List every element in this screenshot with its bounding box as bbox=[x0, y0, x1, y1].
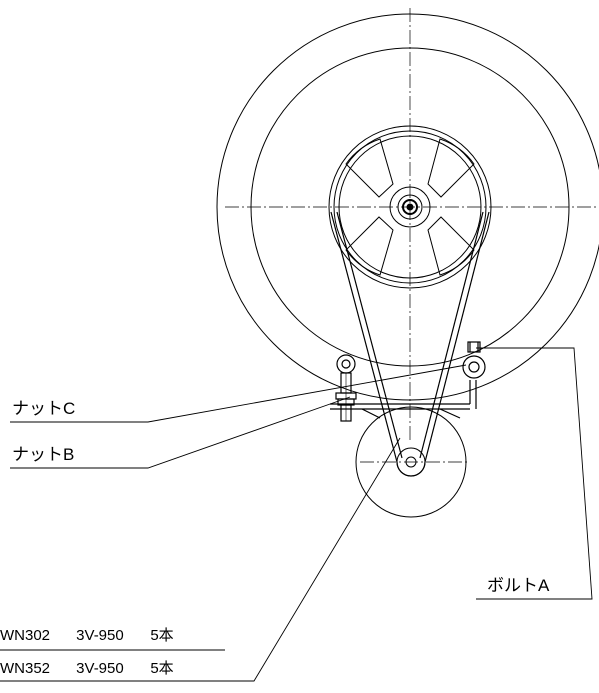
bolt-a-label: ボルトA bbox=[487, 576, 550, 595]
nut-assembly bbox=[335, 354, 357, 422]
spec-row-wn302: WN302 3V-950 5本 bbox=[0, 627, 174, 645]
inner-housing-ring bbox=[250, 47, 570, 367]
v-belt bbox=[330, 211, 490, 477]
nut-b-label: ナットB bbox=[12, 445, 75, 464]
large-pulley bbox=[328, 125, 492, 289]
spec-quantity: 5本 bbox=[150, 627, 174, 644]
spec-belt: 3V-950 bbox=[76, 627, 124, 644]
motor-bracket bbox=[330, 380, 477, 419]
center-lines bbox=[225, 8, 596, 463]
spec-model: WN302 bbox=[0, 627, 51, 644]
spec-quantity: 5本 bbox=[150, 660, 174, 677]
nut-c-label: ナットC bbox=[12, 399, 76, 418]
leader-lines bbox=[0, 347, 593, 682]
outer-housing-ring bbox=[216, 13, 599, 401]
bolt-a-assembly bbox=[462, 341, 486, 379]
spec-row-wn352: WN352 3V-950 5本 bbox=[0, 660, 174, 678]
spec-belt: 3V-950 bbox=[76, 660, 124, 677]
spec-model: WN352 bbox=[0, 660, 51, 677]
